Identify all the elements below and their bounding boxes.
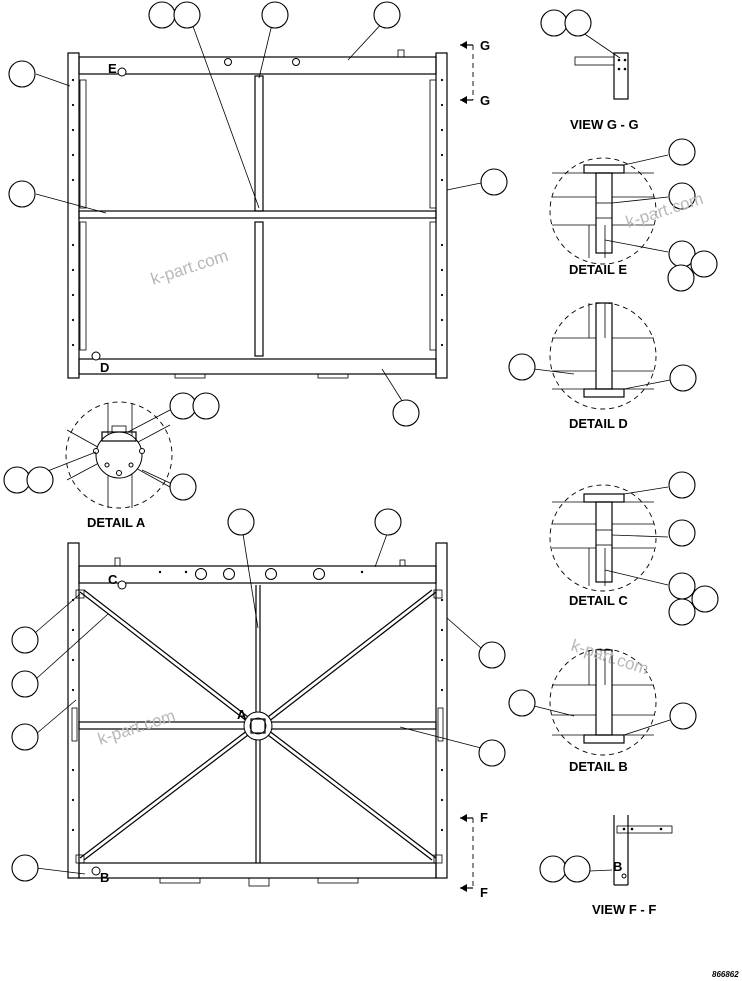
- detail-c: DETAIL C: [549, 471, 719, 626]
- bottom-frame-callouts: [11, 508, 506, 882]
- bottom-frame: C B A: [35, 533, 482, 887]
- view-f-f-label: VIEW F - F: [592, 902, 656, 917]
- view-g-g-label: VIEW G - G: [570, 117, 639, 132]
- detail-e: DETAIL E: [549, 138, 718, 292]
- ref-letter-a: A: [237, 707, 247, 722]
- post-holes-left: [71, 78, 75, 347]
- top-frame: E D: [35, 17, 482, 405]
- drawing-number: 866862: [712, 970, 739, 979]
- detail-d: DETAIL D: [508, 302, 697, 431]
- detail-b: DETAIL B: [508, 648, 697, 774]
- top-frame-callouts: [8, 1, 508, 427]
- section-f-bottom: F: [480, 885, 488, 900]
- detail-e-label: DETAIL E: [569, 262, 627, 277]
- watermark: k-part.com: [95, 706, 177, 749]
- watermark: k-part.com: [569, 636, 651, 679]
- ref-letter-c: C: [108, 572, 118, 587]
- ref-letter-e: E: [108, 61, 117, 76]
- post-holes-right: [440, 78, 444, 347]
- view-f-f: B VIEW F - F: [539, 815, 673, 917]
- section-g-top: G: [480, 38, 490, 53]
- detail-a: DETAIL A: [3, 392, 220, 530]
- detail-b-label: DETAIL B: [569, 759, 628, 774]
- detail-d-label: DETAIL D: [569, 416, 628, 431]
- section-f-top: F: [480, 810, 488, 825]
- view-g-g: VIEW G - G: [540, 9, 639, 132]
- ref-letter-b-small: B: [613, 859, 622, 874]
- watermark: k-part.com: [148, 246, 230, 289]
- ref-letter-b: B: [100, 870, 109, 885]
- ref-letter-d: D: [100, 360, 109, 375]
- detail-a-label: DETAIL A: [87, 515, 146, 530]
- section-arrows-g: G G: [460, 38, 490, 108]
- section-g-bottom: G: [480, 93, 490, 108]
- detail-c-label: DETAIL C: [569, 593, 628, 608]
- watermark: k-part.com: [623, 189, 705, 232]
- section-arrows-f: F F: [460, 810, 488, 900]
